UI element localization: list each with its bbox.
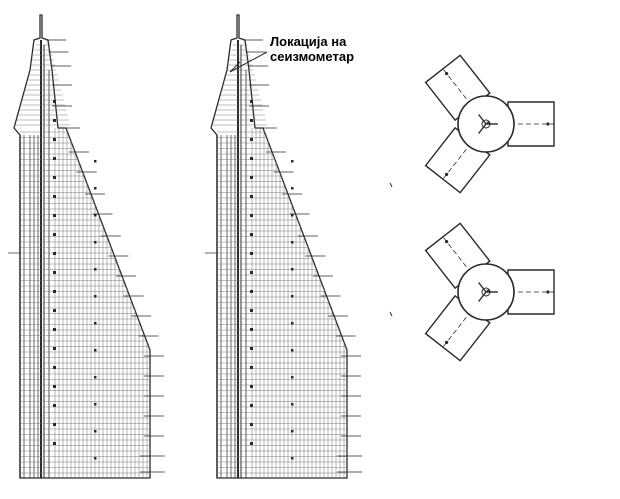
sensor-marker	[53, 195, 56, 198]
sensor-marker	[94, 376, 97, 379]
sensor-marker	[250, 347, 253, 350]
sensor-marker	[53, 233, 56, 236]
core-spoke	[478, 291, 487, 302]
pointer-line	[229, 51, 268, 73]
sensor-marker	[94, 349, 97, 352]
sensor-marker	[53, 157, 56, 160]
tower-elevation-left	[8, 14, 165, 479]
sensor-marker	[53, 271, 56, 274]
sensor-marker	[291, 457, 294, 460]
sensor-marker	[53, 214, 56, 217]
sensor-marker	[291, 322, 294, 325]
sensor-marker	[53, 366, 56, 369]
sensor-marker	[250, 271, 253, 274]
section-mark	[389, 311, 393, 317]
sensor-marker	[250, 176, 253, 179]
sensor-marker	[250, 138, 253, 141]
sensor-marker	[94, 430, 97, 433]
core-spoke	[478, 123, 487, 134]
seismometer-label-line-1: Локација на	[270, 34, 347, 49]
sensor-marker	[250, 385, 253, 388]
sensor-marker	[53, 347, 56, 350]
end-marker	[445, 172, 449, 176]
sensor-marker	[250, 157, 253, 160]
sensor-marker	[250, 252, 253, 255]
sensor-marker	[53, 423, 56, 426]
tower-outline	[210, 14, 348, 479]
sensor-marker	[53, 290, 56, 293]
sensor-marker	[291, 187, 294, 190]
sensor-marker	[53, 100, 56, 103]
seismometer-dot	[486, 121, 490, 125]
tower-elevation-right	[205, 14, 362, 479]
sensor-marker	[53, 442, 56, 445]
sensor-marker	[291, 430, 294, 433]
sensor-marker	[53, 119, 56, 122]
sensor-marker	[291, 241, 294, 244]
seismometer-location-label: Локација на сеизмометар	[270, 34, 354, 64]
seismometer-dot	[486, 289, 490, 293]
core-spoke	[478, 282, 487, 293]
sensor-marker	[53, 328, 56, 331]
end-marker	[546, 122, 550, 126]
floor-plan-top	[389, 54, 555, 194]
pointer-line-2	[229, 61, 241, 73]
core-spoke	[478, 114, 487, 125]
seismometer-label-line-2: сеизмометар	[270, 49, 355, 64]
sensor-marker	[291, 214, 294, 217]
sensor-marker	[94, 187, 97, 190]
floor-plan-bottom	[389, 222, 555, 362]
sensor-marker	[53, 138, 56, 141]
sensor-marker	[94, 322, 97, 325]
sensor-marker	[94, 268, 97, 271]
sensor-marker	[291, 349, 294, 352]
end-marker	[445, 72, 449, 76]
sensor-marker	[53, 404, 56, 407]
sensor-marker	[94, 457, 97, 460]
sensor-marker	[250, 195, 253, 198]
end-marker	[445, 340, 449, 344]
tower-outline	[13, 14, 151, 479]
sensor-marker	[250, 328, 253, 331]
sensor-marker	[250, 309, 253, 312]
sensor-marker	[250, 233, 253, 236]
sensor-marker	[53, 176, 56, 179]
sensor-marker	[291, 295, 294, 298]
sensor-marker	[53, 252, 56, 255]
core-ring	[481, 287, 491, 297]
sensor-marker	[291, 376, 294, 379]
sensor-marker	[94, 295, 97, 298]
core-ring	[481, 119, 491, 129]
sensor-marker	[94, 160, 97, 163]
sensor-marker	[250, 442, 253, 445]
section-mark	[389, 182, 393, 188]
sensor-marker	[94, 214, 97, 217]
end-marker	[445, 240, 449, 244]
sensor-marker	[250, 290, 253, 293]
sensor-marker	[250, 214, 253, 217]
sensor-marker	[250, 423, 253, 426]
sensor-marker	[250, 119, 253, 122]
seismometer-pointer	[229, 51, 268, 73]
end-marker	[546, 290, 550, 294]
sensor-marker	[291, 160, 294, 163]
sensor-marker	[250, 366, 253, 369]
sensor-marker	[94, 241, 97, 244]
sensor-marker	[53, 309, 56, 312]
sensor-marker	[291, 268, 294, 271]
sensor-marker	[291, 403, 294, 406]
sensor-marker	[250, 404, 253, 407]
sensor-marker	[53, 385, 56, 388]
sensor-marker	[94, 403, 97, 406]
sensor-marker	[250, 100, 253, 103]
